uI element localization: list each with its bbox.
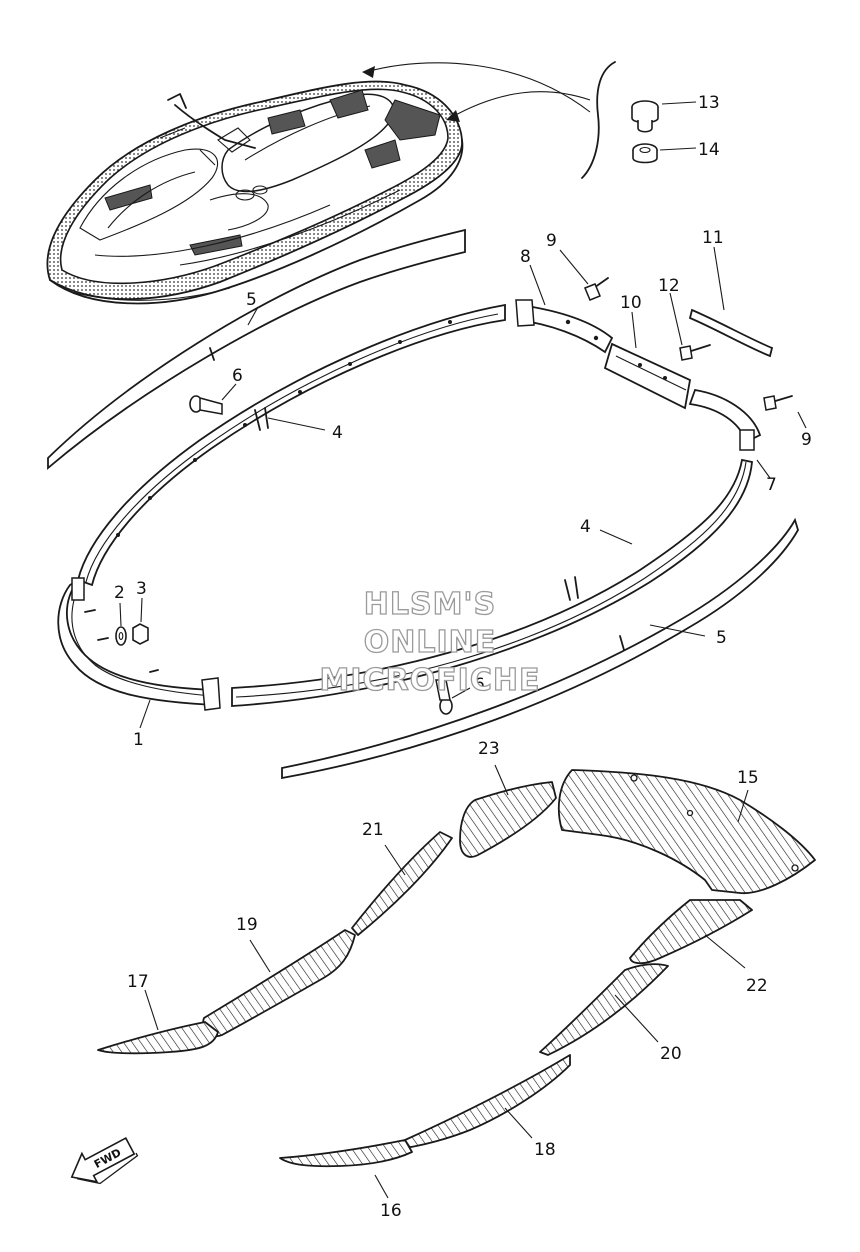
collar-13: [631, 100, 659, 133]
callout-14: 14: [698, 140, 720, 160]
callout-22: 22: [746, 976, 768, 996]
callout-6a: 6: [232, 366, 243, 386]
callout-3: 3: [136, 579, 147, 599]
callout-21: 21: [362, 820, 384, 840]
rivet-12: [679, 344, 711, 361]
screw-6-lower: [435, 679, 453, 715]
callout-5b: 5: [716, 628, 727, 648]
callout-5a: 5: [246, 290, 257, 310]
mat-20: [539, 963, 669, 1056]
rub-rail-strip-5-lower: [281, 517, 799, 780]
callout-16: 16: [380, 1201, 402, 1221]
mat-18: [404, 1054, 571, 1149]
callout-17: 17: [127, 972, 149, 992]
mat-22: [629, 899, 753, 965]
mat-15: [557, 769, 816, 895]
mat-21: [351, 831, 453, 936]
callout-4b: 4: [580, 517, 591, 537]
callout-12: 12: [658, 276, 680, 296]
leader-lines: [119, 101, 807, 1199]
callout-1: 1: [133, 730, 144, 750]
callout-20: 20: [660, 1044, 682, 1064]
nut-3: [132, 623, 149, 645]
callout-9a: 9: [546, 231, 557, 251]
callout-4a: 4: [332, 423, 343, 443]
watercraft-overview: [46, 80, 464, 305]
callout-8: 8: [520, 247, 531, 267]
callout-15: 15: [737, 768, 759, 788]
callout-2: 2: [114, 583, 125, 603]
callout-10: 10: [620, 293, 642, 313]
callout-18: 18: [534, 1140, 556, 1160]
mat-19: [202, 929, 356, 1038]
callout-23: 23: [478, 739, 500, 759]
fwd-arrow-icon: FWD: [70, 1137, 139, 1185]
watermark: HLSM'S ONLINE MICROFICHE: [319, 586, 541, 698]
mat-23: [459, 781, 557, 858]
nut-14: [632, 143, 658, 164]
watermark-line-2: ONLINE: [364, 625, 497, 660]
callout-11: 11: [702, 228, 724, 248]
mat-17: [97, 1021, 219, 1055]
callout-7: 7: [766, 475, 777, 495]
rub-rail-loop: [57, 299, 774, 711]
screw-6-upper: [189, 395, 223, 415]
rub-rail-strip-5-upper: [47, 228, 466, 470]
rivet-9-upper: [584, 277, 609, 301]
callout-numbers: 1 2 3 4 4 5 5 6 6 7 8 9 9 10 11 12 13 14…: [114, 93, 812, 1221]
callout-13: 13: [698, 93, 720, 113]
callout-9b: 9: [801, 430, 812, 450]
washer-2: [115, 626, 127, 646]
watermark-line-3: MICROFICHE: [320, 663, 541, 698]
watermark-line-1: HLSM'S: [364, 587, 496, 622]
mat-16: [279, 1139, 413, 1168]
callout-19: 19: [236, 915, 258, 935]
rivet-9-lower: [763, 395, 793, 411]
callout-6b: 6: [474, 675, 485, 695]
